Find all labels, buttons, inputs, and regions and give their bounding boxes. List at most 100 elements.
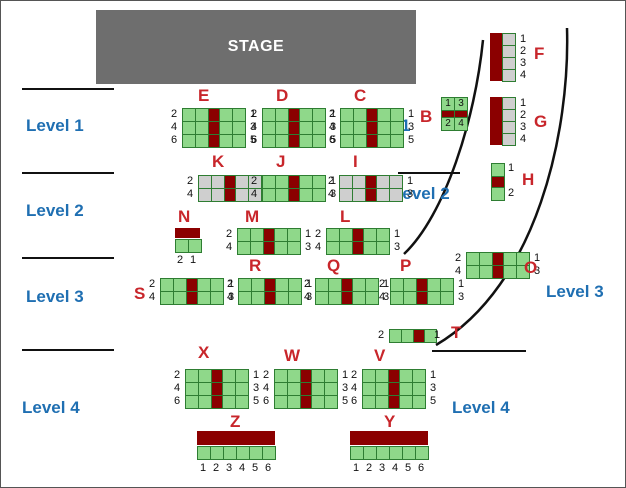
seat[interactable] <box>220 135 232 147</box>
seat[interactable] <box>325 396 337 408</box>
seat[interactable] <box>351 447 363 459</box>
table-w[interactable] <box>274 369 338 409</box>
seat[interactable] <box>340 176 352 188</box>
seat[interactable] <box>503 70 515 81</box>
seat[interactable] <box>275 229 287 241</box>
seat[interactable] <box>276 189 288 201</box>
seat[interactable] <box>176 240 188 252</box>
seat[interactable] <box>364 229 376 241</box>
seat[interactable] <box>467 266 479 278</box>
seat[interactable] <box>252 292 264 304</box>
seat[interactable] <box>288 242 300 254</box>
seat[interactable] <box>413 383 425 395</box>
seat[interactable] <box>353 292 365 304</box>
seat[interactable] <box>390 330 401 342</box>
seat[interactable] <box>413 370 425 382</box>
seat[interactable] <box>237 447 249 459</box>
seat[interactable] <box>400 383 412 395</box>
seat[interactable] <box>364 242 376 254</box>
seat[interactable] <box>212 189 224 201</box>
seat[interactable] <box>340 189 352 201</box>
table-s[interactable] <box>160 278 224 305</box>
seat[interactable] <box>503 58 515 69</box>
seat[interactable] <box>391 122 403 134</box>
table-r[interactable] <box>238 278 302 305</box>
seat[interactable] <box>252 279 264 291</box>
table-l[interactable] <box>326 228 390 255</box>
seat[interactable] <box>199 370 211 382</box>
seat[interactable] <box>329 292 341 304</box>
seat[interactable] <box>249 176 261 188</box>
table-k[interactable] <box>198 175 262 202</box>
seat[interactable] <box>196 109 208 121</box>
table-q[interactable] <box>315 278 379 305</box>
seat[interactable] <box>236 189 248 201</box>
table-i[interactable] <box>339 175 403 202</box>
seat[interactable] <box>183 135 195 147</box>
seat[interactable] <box>400 370 412 382</box>
seat[interactable] <box>276 176 288 188</box>
seat[interactable] <box>313 176 325 188</box>
seat[interactable] <box>428 279 440 291</box>
seat[interactable] <box>378 122 390 134</box>
seat[interactable] <box>391 279 403 291</box>
table-f[interactable] <box>502 33 516 82</box>
seat[interactable] <box>300 109 312 121</box>
seat[interactable] <box>425 330 436 342</box>
seat[interactable] <box>353 279 365 291</box>
seat[interactable]: 2 <box>442 118 454 130</box>
seat[interactable]: 4 <box>455 118 467 130</box>
seat[interactable] <box>312 370 324 382</box>
table-z[interactable] <box>197 446 276 460</box>
seat[interactable] <box>288 229 300 241</box>
seat[interactable] <box>289 279 301 291</box>
table-e[interactable] <box>182 108 246 148</box>
seat[interactable] <box>161 279 173 291</box>
seat[interactable] <box>353 176 365 188</box>
seat[interactable] <box>363 383 375 395</box>
seat[interactable] <box>263 122 275 134</box>
seat[interactable] <box>224 447 236 459</box>
seat[interactable] <box>480 253 492 265</box>
table-x[interactable] <box>185 369 249 409</box>
seat[interactable] <box>236 383 248 395</box>
seat[interactable] <box>251 229 263 241</box>
seat[interactable] <box>503 134 515 145</box>
seat[interactable] <box>288 396 300 408</box>
seat[interactable] <box>312 396 324 408</box>
seat[interactable]: 1 <box>442 98 454 110</box>
seat[interactable] <box>239 292 251 304</box>
seat[interactable] <box>212 176 224 188</box>
seat[interactable] <box>199 396 211 408</box>
seat[interactable] <box>288 370 300 382</box>
table-g[interactable] <box>502 97 516 146</box>
seat[interactable] <box>416 447 428 459</box>
table-p[interactable] <box>390 278 454 305</box>
seat[interactable] <box>503 34 515 45</box>
seat[interactable] <box>354 109 366 121</box>
seat[interactable] <box>313 122 325 134</box>
seat[interactable] <box>249 189 261 201</box>
seat[interactable] <box>313 109 325 121</box>
seat[interactable] <box>503 122 515 133</box>
seat[interactable] <box>276 135 288 147</box>
seat[interactable] <box>366 292 378 304</box>
seat[interactable] <box>329 279 341 291</box>
seat[interactable] <box>183 109 195 121</box>
table-v[interactable] <box>362 369 426 409</box>
seat[interactable] <box>517 253 529 265</box>
seat[interactable] <box>183 122 195 134</box>
seat[interactable] <box>467 253 479 265</box>
seat[interactable]: 3 <box>455 98 467 110</box>
seat[interactable] <box>275 242 287 254</box>
seat[interactable] <box>377 242 389 254</box>
seat[interactable] <box>517 266 529 278</box>
seat[interactable] <box>325 383 337 395</box>
seat[interactable] <box>236 396 248 408</box>
seat[interactable] <box>404 279 416 291</box>
seat[interactable] <box>503 98 515 109</box>
seat[interactable] <box>354 135 366 147</box>
seat[interactable] <box>238 229 250 241</box>
seat[interactable] <box>404 292 416 304</box>
